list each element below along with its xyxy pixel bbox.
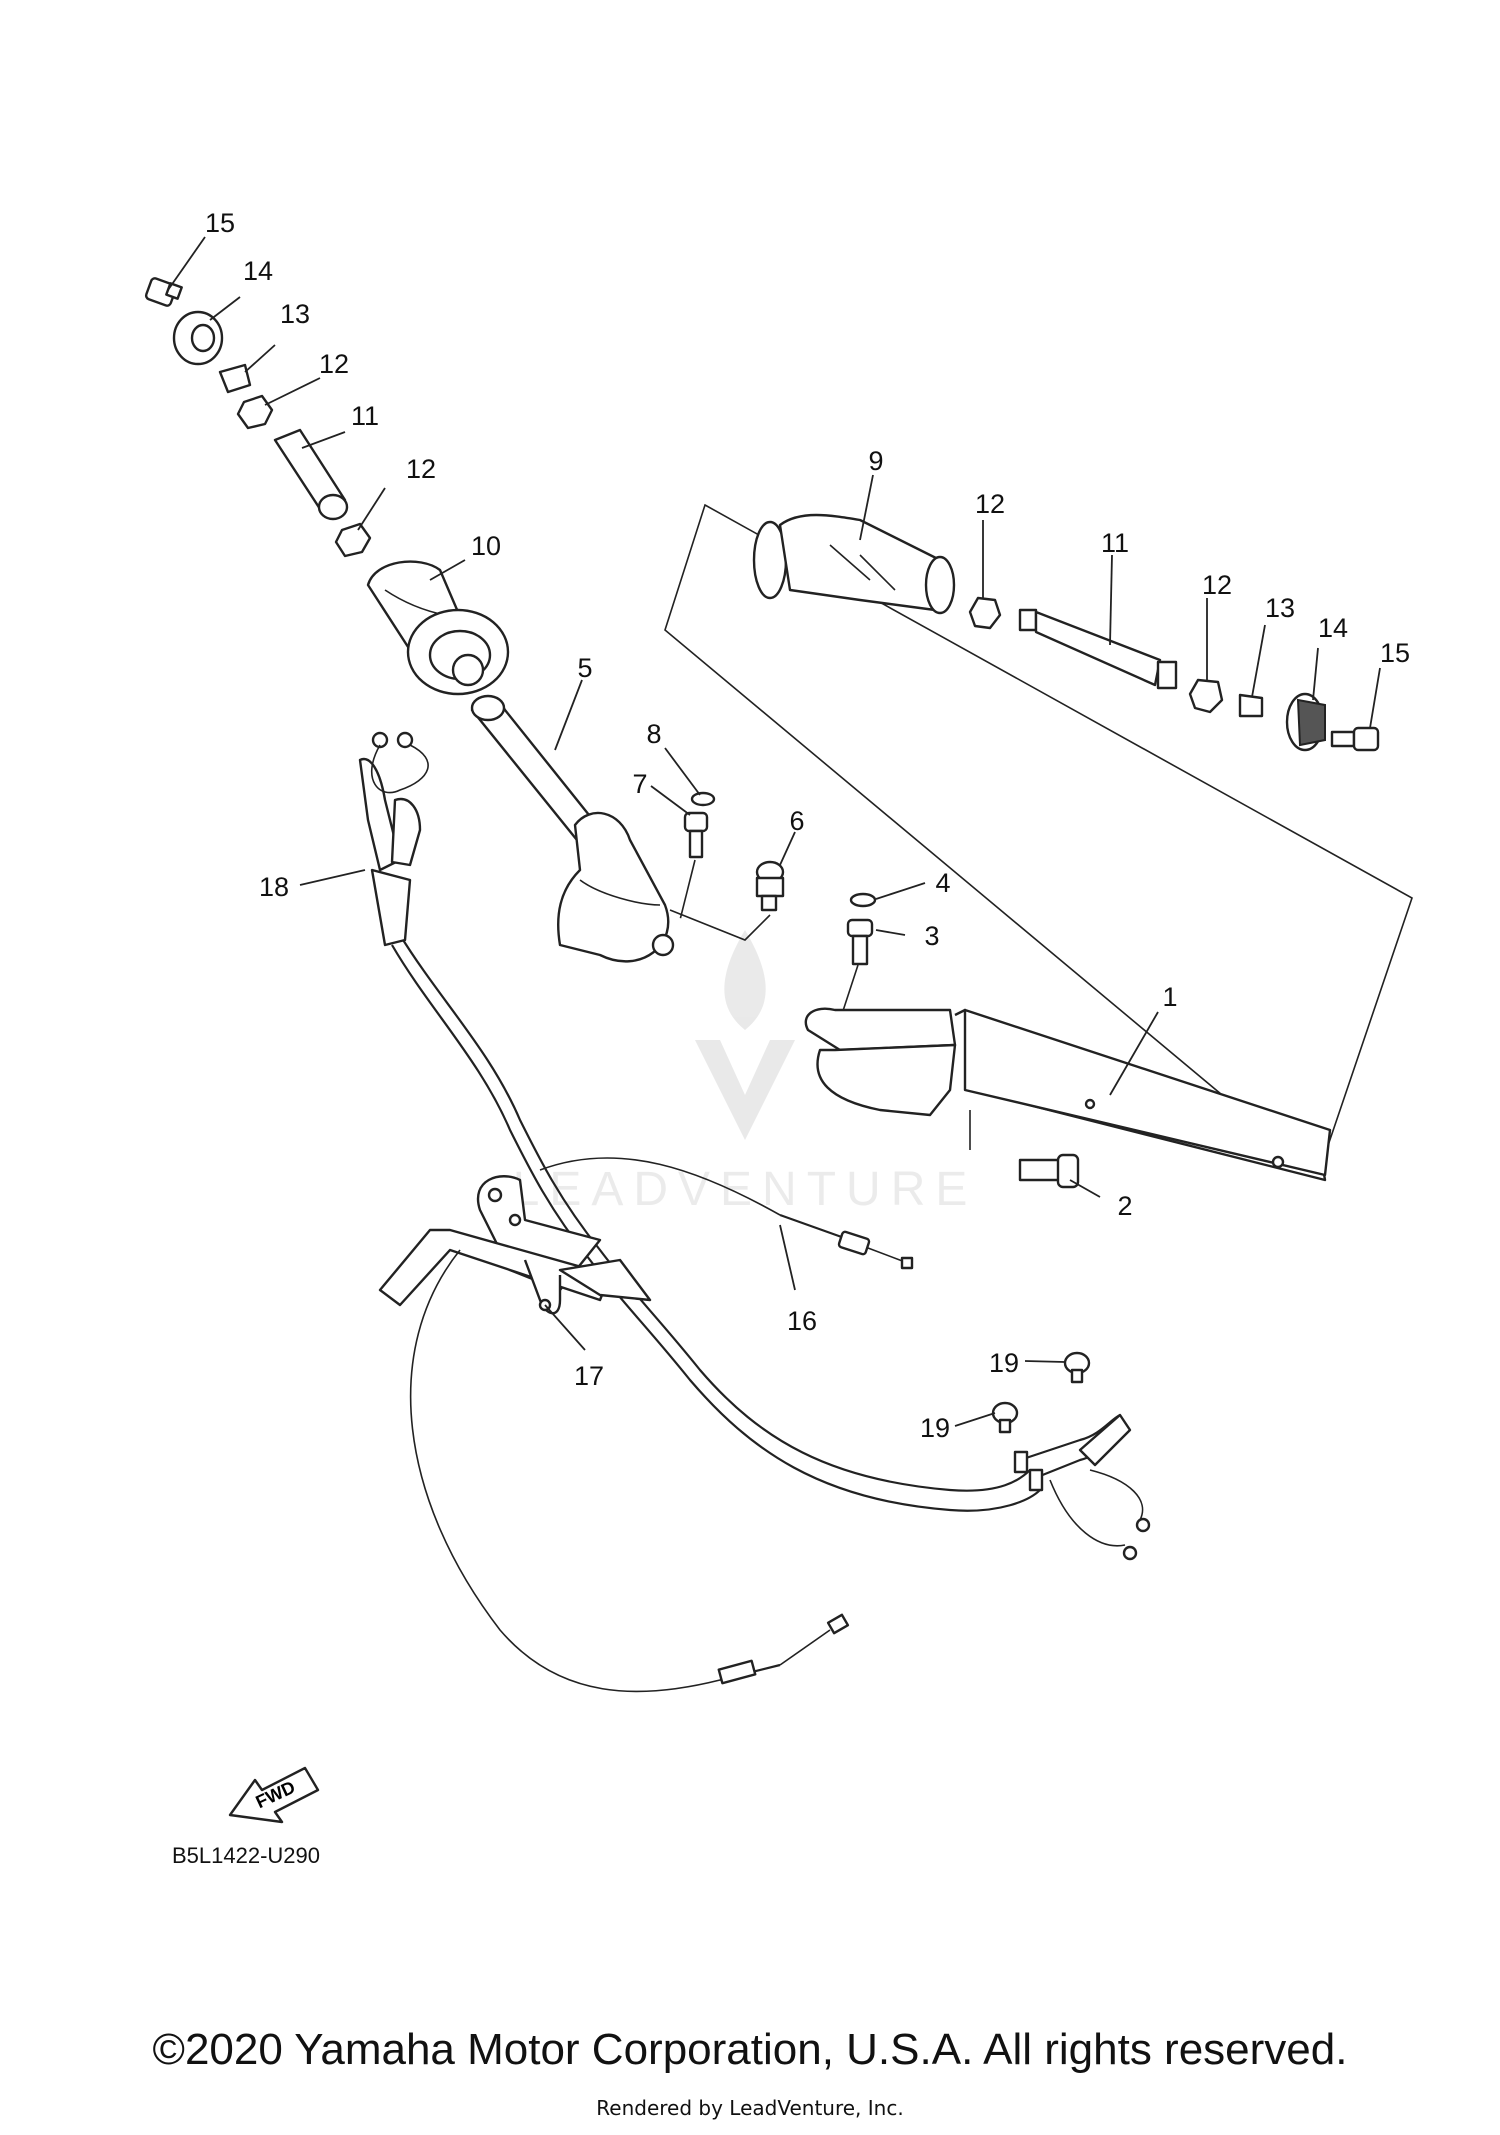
part-6-stud: [755, 860, 785, 912]
callout-14: 14: [1318, 613, 1348, 643]
callout-labels: 15 14 13 12 11 12 10 9 12 11 12 13 14 15…: [205, 208, 1410, 1443]
callout-14: 14: [243, 256, 273, 286]
part-11-rod-left: [273, 428, 349, 521]
part-cable-long-loop: [409, 1249, 850, 1693]
part-15-bolt-left: [144, 277, 183, 307]
callout-6: 6: [789, 806, 804, 836]
part-3-bolt: [846, 918, 874, 966]
callout-1: 1: [1162, 982, 1177, 1012]
callout-11: 11: [351, 401, 379, 431]
part-18-throttle-cable: [358, 731, 1041, 1512]
callout-19: 19: [989, 1348, 1019, 1378]
callout-15: 15: [1380, 638, 1410, 668]
part-19-bolt-a: [1063, 1351, 1091, 1384]
diagram-code: B5L1422-U290: [172, 1843, 321, 1868]
part-2-stud: [1018, 1153, 1080, 1189]
part-14-end-weight-right: [1285, 692, 1326, 752]
part-cable-junction: [1013, 1413, 1151, 1561]
callout-12: 12: [975, 489, 1005, 519]
callout-9: 9: [868, 446, 883, 476]
callout-15: 15: [205, 208, 235, 238]
copyright-notice: ©2020 Yamaha Motor Corporation, U.S.A. A…: [152, 2025, 1348, 2074]
part-15-bolt-right: [1330, 726, 1380, 752]
callout-13: 13: [280, 299, 310, 329]
callout-12: 12: [1202, 570, 1232, 600]
callout-13: 13: [1265, 593, 1295, 623]
assembly-line-7: [679, 859, 696, 921]
callout-4: 4: [935, 868, 950, 898]
callout-3: 3: [924, 921, 939, 951]
part-1-right-handlebar: [804, 1007, 1332, 1182]
part-10-throttle-grip: [366, 560, 510, 696]
callout-11: 11: [1101, 528, 1129, 558]
part-13-clip-right: [1238, 693, 1264, 718]
callout-8: 8: [646, 719, 661, 749]
part-5-left-handlebar: [470, 694, 675, 963]
watermark-logo: LEADVENTURE: [513, 930, 978, 1216]
callout-16: 16: [787, 1306, 817, 1336]
callout-2: 2: [1117, 1191, 1132, 1221]
callout-10: 10: [471, 531, 501, 561]
callout-17: 17: [574, 1361, 604, 1391]
part-19-bolt-b: [991, 1401, 1019, 1434]
part-11-rod-right: [1018, 608, 1178, 690]
callout-12: 12: [319, 349, 349, 379]
part-12-nut-left-b: [334, 522, 372, 558]
part-9-grip-right: [752, 513, 956, 615]
rendered-by-credit: Rendered by LeadVenture, Inc.: [596, 2096, 904, 2120]
callout-18: 18: [259, 872, 289, 902]
leader-lines: [167, 236, 1381, 1427]
part-8-washer: [690, 791, 716, 807]
callout-5: 5: [577, 653, 592, 683]
callout-12: 12: [406, 454, 436, 484]
callout-7: 7: [632, 769, 647, 799]
callout-19: 19: [920, 1413, 950, 1443]
watermark-text: LEADVENTURE: [513, 1163, 978, 1216]
part-17-bracket: [378, 1175, 652, 1315]
part-16-cable: [539, 1157, 914, 1270]
part-12-nut-right-a: [968, 596, 1002, 630]
fwd-arrow-icon: FWD: [228, 1766, 320, 1824]
part-14-end-weight-left: [172, 310, 224, 366]
part-7-bolt: [683, 811, 709, 859]
part-12-nut-left-a: [236, 394, 274, 430]
part-13-clip-left: [218, 363, 252, 394]
part-4-washer: [849, 892, 877, 908]
part-12-nut-right-b: [1188, 678, 1224, 714]
assembly-line-5: [669, 909, 771, 941]
